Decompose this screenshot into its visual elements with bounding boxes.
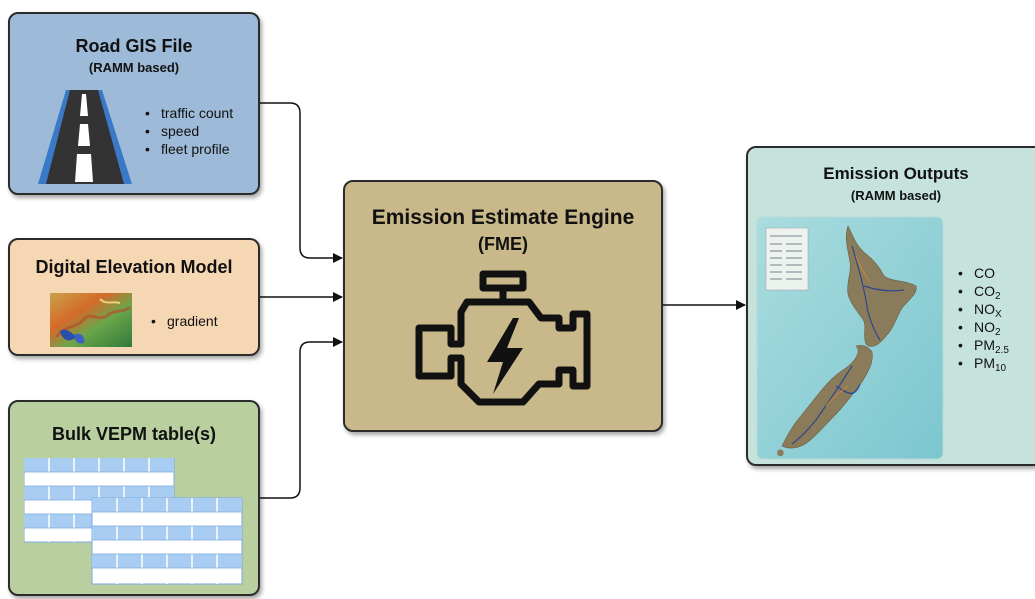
bullet-gradient: gradient — [151, 312, 218, 330]
front-table — [91, 497, 243, 585]
dem-box: Digital Elevation Model gradient — [8, 238, 260, 356]
outputs-title: Emission Outputs — [823, 164, 969, 183]
outputs-subtitle: (RAMM based) — [850, 188, 942, 203]
dem-title: Digital Elevation Model — [35, 257, 233, 277]
outputs-box: Emission Outputs (RAMM based) — [746, 146, 1035, 466]
map-legend — [765, 227, 809, 291]
vepm-box: Bulk VEPM table(s) — [8, 400, 260, 596]
new-zealand-map-thumbnail — [756, 216, 944, 460]
road-gis-box: Road GIS File (RAMM based) traffic count… — [8, 12, 260, 195]
pollutant-list: CO CO2 NOX NO2 PM2.5 PM10 — [958, 264, 1009, 374]
pollutant-co: CO — [958, 264, 1009, 282]
road-gis-bullets: traffic count speed fleet profile — [145, 104, 233, 158]
engine-title: Emission Estimate Engine — [371, 206, 635, 229]
south-island — [781, 344, 873, 449]
engine-subtitle: (FME) — [478, 234, 528, 254]
pollutant-pm10: PM10 — [958, 354, 1009, 374]
pollutant-no2: NO2 — [958, 318, 1009, 338]
dem-bullets: gradient — [151, 312, 218, 330]
table-icon — [24, 458, 243, 585]
bullet-speed: speed — [145, 122, 233, 140]
arrow-road-to-engine — [260, 102, 343, 263]
road-icon — [38, 90, 132, 184]
pollutant-co2: CO2 — [958, 282, 1009, 302]
engine-box: Emission Estimate Engine (FME) — [343, 180, 663, 432]
north-island — [846, 225, 917, 347]
road-gis-subtitle: (RAMM based) — [88, 60, 180, 75]
engine-lightning-icon — [415, 270, 591, 406]
pollutant-nox: NOX — [958, 300, 1009, 320]
vepm-title: Bulk VEPM table(s) — [51, 424, 217, 444]
road-gis-title: Road GIS File — [75, 36, 193, 56]
bullet-traffic-count: traffic count — [145, 104, 233, 122]
terrain-map-thumbnail — [50, 293, 132, 347]
arrow-vepm-to-engine — [260, 337, 343, 499]
bullet-fleet-profile: fleet profile — [145, 140, 233, 158]
pollutant-pm25: PM2.5 — [958, 336, 1009, 356]
lightning-bolt — [487, 318, 523, 394]
